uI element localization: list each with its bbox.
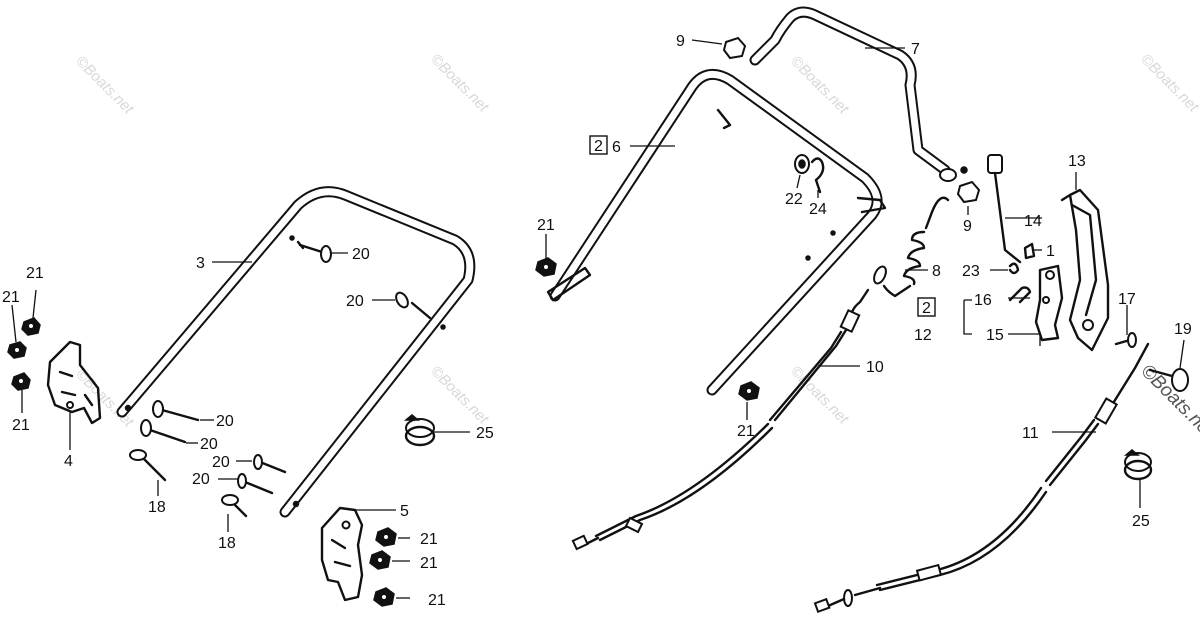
control-cover: [1060, 188, 1110, 352]
callout-20-b: 20: [346, 293, 364, 310]
collar-nut-top: [722, 36, 747, 60]
watermark: ©Boats.net: [787, 53, 852, 118]
right-bracket-part: [320, 506, 364, 602]
watermark: ©Boats.net: [427, 363, 492, 428]
callout-6: 6: [612, 139, 621, 156]
callout-labels: 1 3 4 5 2 6 7 8 9 9 10 11 2 12 13 14 15 …: [2, 33, 1192, 609]
nuts-left: [7, 317, 41, 391]
watermarks: ©Boats.net ©Boats.net ©Boats.net ©Boats.…: [72, 51, 1200, 443]
control-rod: [987, 154, 1022, 264]
callout-22: 22: [785, 191, 803, 208]
callout-7: 7: [911, 41, 920, 58]
lower-handle-part: [116, 186, 476, 518]
callout-20-f: 20: [192, 471, 210, 488]
callout-21-b: 21: [2, 289, 20, 306]
nuts-bottom: [369, 527, 397, 607]
knob-19: [1148, 368, 1189, 392]
control-lever-parts: [1008, 242, 1137, 348]
callout-25-left: 25: [476, 425, 494, 442]
throttle-cable-part: [571, 288, 870, 551]
watermark: ©Boats.net: [72, 53, 137, 118]
callout-20-d: 20: [200, 436, 218, 453]
callout-5: 5: [400, 503, 409, 520]
leader-lines: [11, 39, 1185, 599]
callout-3: 3: [196, 255, 205, 272]
callout-10: 10: [866, 359, 884, 376]
callout-12-qty: 2: [922, 300, 931, 317]
callout-4: 4: [64, 453, 73, 470]
cable-clamp-right: [1123, 449, 1153, 481]
upper-handle-part: [546, 68, 887, 396]
cable-clamp-left: [403, 414, 436, 447]
callout-20-c: 20: [216, 413, 234, 430]
watermark: ©Boats.net: [1136, 361, 1200, 443]
watermark: ©Boats.net: [787, 363, 852, 428]
qty-box-6: [589, 135, 608, 155]
callout-20-e: 20: [212, 454, 230, 471]
callout-17: 17: [1118, 291, 1136, 308]
left-bracket-part: [46, 340, 102, 425]
callout-13: 13: [1068, 153, 1086, 170]
return-spring: [873, 196, 950, 298]
callout-25-right: 25: [1132, 513, 1150, 530]
watermark: ©Boats.net: [427, 51, 492, 116]
callout-21-h: 21: [428, 592, 446, 609]
washer-and-pin: [794, 154, 825, 194]
callout-21-e: 21: [737, 423, 755, 440]
bolts-left: [129, 240, 432, 518]
callout-1: 1: [1046, 243, 1055, 260]
callout-21-d: 21: [537, 217, 555, 234]
callout-18-left: 18: [148, 499, 166, 516]
callout-14: 14: [1024, 213, 1042, 230]
callout-21-g: 21: [420, 555, 438, 572]
callout-9-top: 9: [676, 33, 685, 50]
control-bar-part: [749, 6, 968, 182]
callout-21-a: 21: [26, 265, 44, 282]
callout-8: 8: [932, 263, 941, 280]
callout-20-a: 20: [352, 246, 370, 263]
callout-23: 23: [962, 263, 980, 280]
nuts-middle: [535, 257, 760, 401]
callout-21-f: 21: [420, 531, 438, 548]
collar-nut-right: [956, 180, 981, 204]
callout-19: 19: [1174, 321, 1192, 338]
callout-21-c: 21: [12, 417, 30, 434]
callout-24: 24: [809, 201, 827, 218]
callout-16: 16: [974, 292, 992, 309]
callout-15: 15: [986, 327, 1004, 344]
choke-cable-part: [813, 342, 1150, 614]
watermark: ©Boats.net: [1137, 51, 1200, 116]
callout-9-right: 9: [963, 218, 972, 235]
callout-6-qty: 2: [594, 138, 603, 155]
callout-18-right: 18: [218, 535, 236, 552]
callout-11: 11: [1022, 425, 1039, 442]
qty-box-12: [917, 297, 936, 317]
callout-12: 12: [914, 327, 932, 344]
